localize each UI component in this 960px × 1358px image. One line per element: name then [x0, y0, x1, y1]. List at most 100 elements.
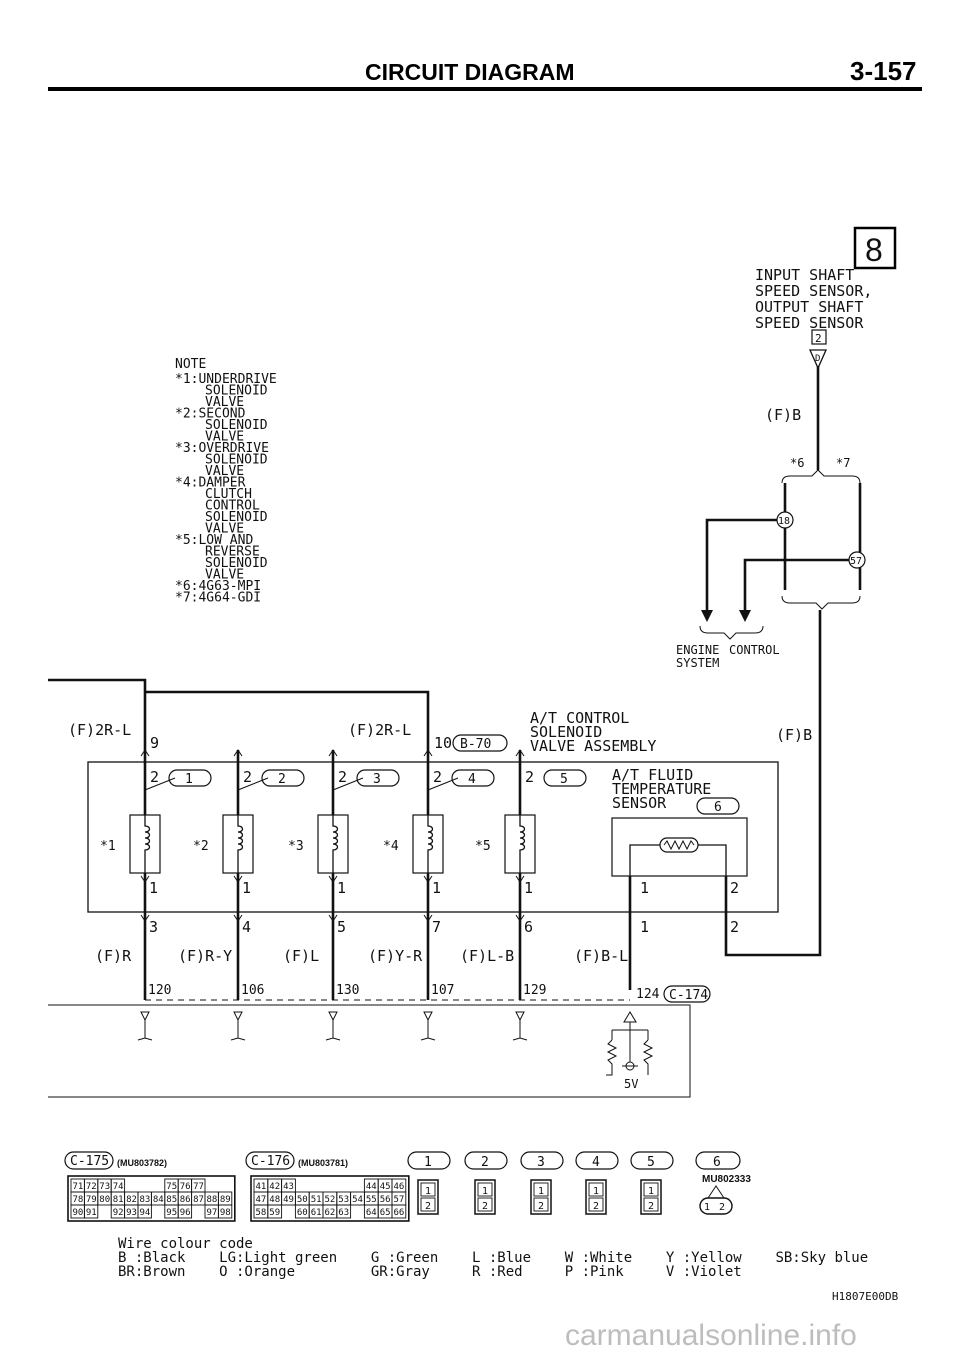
note-line: SOLENOID — [205, 384, 268, 399]
arrow-to-ecs — [739, 610, 751, 622]
connector-pin-number: 73 — [99, 1182, 110, 1192]
connector-pin-number: 74 — [113, 1182, 124, 1192]
solenoid-top-pin: 2 — [338, 768, 347, 786]
watermark: carmanualsonline.info — [565, 1319, 857, 1352]
ecu-internals — [137, 1011, 528, 1041]
power-wiring: (F)2R-L 9 (F)2R-L 10 B-70 A/T CONTROL SO… — [48, 678, 656, 755]
connector-pin-number: 57 — [394, 1195, 405, 1205]
ecu-input-marker — [328, 1011, 338, 1022]
solenoid-connector-tag — [356, 769, 400, 787]
small-connector-pin: 1 — [538, 1186, 544, 1197]
solenoid-wire-label: (F)R-Y — [178, 947, 232, 965]
small-connector-pin: 2 — [648, 1201, 654, 1212]
small-connector-tag — [630, 1151, 674, 1170]
wire-colour-row: B :Black LG:Light green G :Green L :Blue… — [118, 1250, 868, 1266]
sensor-label-line: INPUT SHAFT — [755, 266, 854, 284]
section-badge-box — [853, 226, 897, 270]
solenoid-bottom-pin: 1 — [524, 879, 533, 897]
connector-pin-number: 96 — [180, 1208, 191, 1218]
note-line: SOLENOID — [205, 418, 268, 433]
voltage-5v: 5V — [624, 1077, 638, 1091]
connector-pin-number: 60 — [297, 1208, 308, 1218]
connector-pin-number: 89 — [220, 1195, 231, 1205]
note-line: SOLENOID — [205, 556, 268, 571]
small-connector-name: 5 — [647, 1155, 655, 1170]
note-line: *2:SECOND — [175, 407, 246, 422]
note-lines: *1:UNDERDRIVESOLENOIDVALVE*2:SECONDSOLEN… — [175, 372, 277, 606]
solenoid-coil — [519, 815, 526, 873]
solenoid-connector: 2 — [278, 772, 286, 787]
connector-pin-number: 79 — [86, 1195, 97, 1205]
sensor-pin: D — [815, 354, 820, 364]
sensor-label-line: SPEED SENSOR — [755, 314, 864, 332]
page-number: 3-157 — [850, 56, 917, 86]
solenoid-connector: 5 — [560, 772, 568, 787]
connector-pin-number: 98 — [220, 1208, 231, 1218]
solenoid-mark: *4 — [383, 839, 399, 854]
ecu-driver — [325, 1020, 341, 1041]
solenoid-wire-label: (F)L — [283, 947, 319, 965]
solenoid-connector: 1 — [185, 772, 193, 787]
ecu-5v-supply: 5V — [606, 1011, 654, 1091]
small-connector-name: 1 — [424, 1155, 432, 1170]
wire-label-2rl-1: (F)2R-L — [68, 721, 131, 739]
connector-pin-number: 82 — [126, 1195, 137, 1205]
solenoid-out-pin: 5 — [337, 918, 346, 936]
ecu-input-marker — [423, 1011, 433, 1022]
note-line: VALVE — [205, 464, 244, 479]
connector-18-circle — [776, 511, 794, 529]
connector-6: 6 — [714, 800, 722, 815]
connector-pin-number: 97 — [207, 1208, 218, 1218]
sensor-connector-box — [811, 329, 827, 345]
solenoid-top-pin: 2 — [433, 768, 442, 786]
solenoid-out-pin: 7 — [432, 918, 441, 936]
note-title: NOTE — [175, 357, 206, 372]
shield-line — [237, 777, 269, 791]
small-connector-name: 4 — [592, 1155, 600, 1170]
connector-pin-number: 72 — [86, 1182, 97, 1192]
connector-pin-number: 49 — [283, 1195, 294, 1205]
connector-c176-part: (MU803781) — [298, 1158, 348, 1168]
connector-pin-number: 44 — [366, 1182, 377, 1192]
connector-pin-number: 46 — [394, 1182, 405, 1192]
solenoid-out-pin: 4 — [242, 918, 251, 936]
wire-label-bl: (F)B-L — [574, 947, 628, 965]
connector-pin-number: 78 — [73, 1195, 84, 1205]
note-line: *3:OVERDRIVE — [175, 441, 269, 456]
wire-label-fb-top: (F)B — [765, 406, 801, 424]
note-line: VALVE — [205, 568, 244, 583]
solenoid-bottom-pin: 1 — [242, 879, 251, 897]
connector-6-pin: 1 — [704, 1202, 710, 1213]
solenoid-bottom-pin: 1 — [337, 879, 346, 897]
solenoid-top-pin: 2 — [525, 768, 534, 786]
solenoid-wire-num: 129 — [523, 983, 546, 998]
connector-cell — [217, 1204, 233, 1219]
connector-pin-number: 43 — [283, 1182, 294, 1192]
solenoid-top-pin: 2 — [150, 768, 159, 786]
pin-marker — [140, 914, 150, 922]
ecu-driver — [420, 1020, 436, 1041]
connector-pin-number: 83 — [140, 1195, 151, 1205]
connector-6-pin: 2 — [719, 1202, 725, 1213]
pin-9: 9 — [150, 734, 159, 752]
fluid-temp-sensor: A/T FLUID TEMPERATURE SENSOR 6 1 2 1 2 (… — [574, 766, 748, 1003]
ecu-driver — [230, 1020, 246, 1041]
solenoid-coil — [237, 815, 244, 873]
solenoid-coil — [144, 815, 151, 873]
connector-pin-number: 95 — [166, 1208, 177, 1218]
connector-6-body — [699, 1197, 733, 1215]
connector-c176-name: C-176 — [251, 1154, 290, 1169]
pin-marker — [233, 914, 243, 922]
small-connector-pin: 1 — [593, 1186, 599, 1197]
connector-pin-number: 63 — [338, 1208, 349, 1218]
small-connector-pin: 2 — [425, 1201, 431, 1212]
wire-colour-title: Wire colour code — [118, 1236, 253, 1252]
solenoid-out-pin: 3 — [149, 918, 158, 936]
note-line: *7:4G64-GDI — [175, 591, 261, 606]
small-connector-tag — [575, 1151, 619, 1170]
